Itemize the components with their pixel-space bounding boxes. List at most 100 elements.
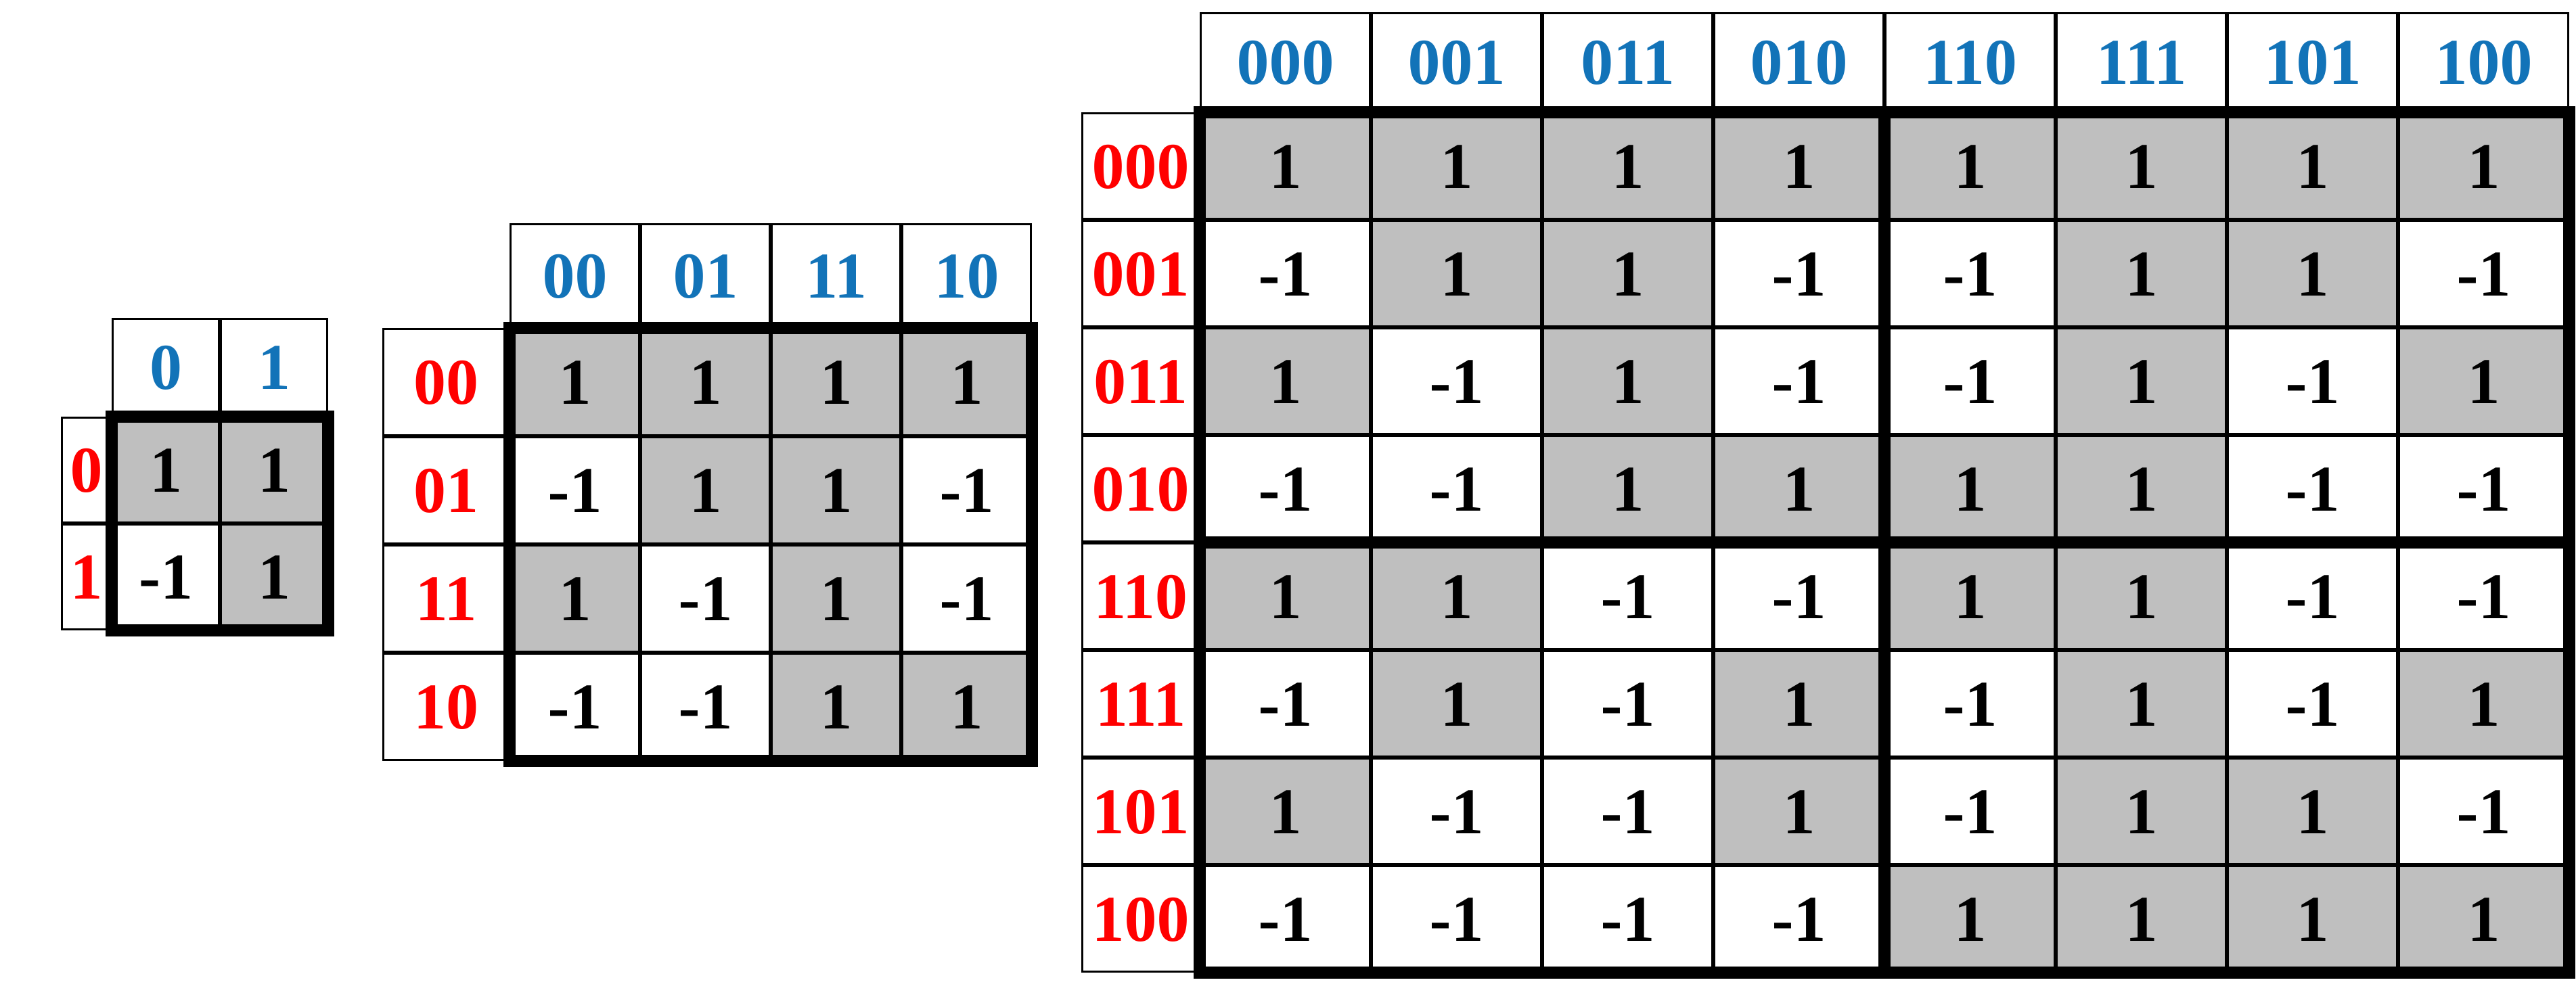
row-header-cell: 11 — [382, 544, 510, 653]
matrix-cell: 1 — [2056, 112, 2227, 220]
matrix-cell: -1 — [2398, 542, 2569, 650]
matrix-cell: -1 — [1371, 327, 1542, 435]
matrix-cell: -1 — [1542, 865, 1713, 973]
matrix-cell: -1 — [2227, 435, 2398, 542]
matrix-cell: 1 — [771, 436, 901, 544]
matrix-cell: 1 — [2227, 758, 2398, 865]
matrix-cell: -1 — [1200, 220, 1371, 327]
matrix-cell: -1 — [2227, 542, 2398, 650]
matrix-cell: 1 — [1884, 542, 2056, 650]
matrix-cell: -1 — [1884, 327, 2056, 435]
col-header-cell: 11 — [771, 223, 901, 328]
matrix-cell: 1 — [1200, 758, 1371, 865]
matrix-cell: -1 — [1542, 650, 1713, 758]
matrix-cell: -1 — [1200, 650, 1371, 758]
matrix-cell: -1 — [1713, 542, 1884, 650]
matrix-cell: -1 — [1884, 220, 2056, 327]
col-header-cell: 10 — [901, 223, 1032, 328]
col-header-cell: 111 — [2056, 12, 2227, 112]
row-header-cell: 01 — [382, 436, 510, 544]
col-header-cell: 100 — [2398, 12, 2569, 112]
matrix-cell: 1 — [220, 417, 328, 524]
row-header-cell: 000 — [1081, 112, 1200, 220]
matrix-cell: 1 — [1542, 112, 1713, 220]
row-header-cell: 101 — [1081, 758, 1200, 865]
matrix-cell: 1 — [1884, 112, 2056, 220]
matrix-cell: 1 — [771, 653, 901, 761]
matrix-cell: -1 — [901, 544, 1032, 653]
matrix-cell: -1 — [1542, 542, 1713, 650]
matrix-cell: -1 — [1542, 758, 1713, 865]
col-header-cell: 011 — [1542, 12, 1713, 112]
matrix-cell: 1 — [1884, 865, 2056, 973]
matrix-cell: 1 — [640, 436, 771, 544]
matrix-cell: 1 — [1200, 542, 1371, 650]
matrix-cell: 1 — [771, 544, 901, 653]
matrix-cell: -1 — [112, 524, 220, 630]
matrix-cell: 1 — [1713, 758, 1884, 865]
matrix-cell: -1 — [1713, 865, 1884, 973]
matrix-cell: 1 — [510, 544, 640, 653]
matrix-cell: -1 — [1371, 435, 1542, 542]
matrix-cell: 1 — [901, 653, 1032, 761]
matrix-cell: -1 — [1713, 327, 1884, 435]
row-header-cell: 110 — [1081, 542, 1200, 650]
matrix-cell: -1 — [640, 544, 771, 653]
row-header-cell: 10 — [382, 653, 510, 761]
matrix-cell: 1 — [2056, 542, 2227, 650]
matrix-cell: 1 — [2056, 865, 2227, 973]
matrix-cell: -1 — [510, 653, 640, 761]
matrix-cell: -1 — [1200, 435, 1371, 542]
matrix-cell: -1 — [1371, 758, 1542, 865]
row-header-cell: 011 — [1081, 327, 1200, 435]
matrix-cell: 1 — [2056, 327, 2227, 435]
matrix-cell: 1 — [2056, 435, 2227, 542]
col-header-cell: 110 — [1884, 12, 2056, 112]
matrix-cell: 1 — [2227, 112, 2398, 220]
matrix-cell: 1 — [2056, 220, 2227, 327]
col-header-cell: 101 — [2227, 12, 2398, 112]
matrix-cell: 1 — [220, 524, 328, 630]
matrix-cell: 1 — [901, 328, 1032, 436]
matrix-cell: 1 — [2398, 112, 2569, 220]
matrix-cell: -1 — [640, 653, 771, 761]
row-header-cell: 100 — [1081, 865, 1200, 973]
matrix-cell: -1 — [2398, 435, 2569, 542]
row-header-cell: 001 — [1081, 220, 1200, 327]
matrix-cell: 1 — [1371, 112, 1542, 220]
matrix-cell: -1 — [901, 436, 1032, 544]
matrix-cell: 1 — [2398, 865, 2569, 973]
corner-cell — [61, 318, 112, 417]
matrix-cell: 1 — [1542, 220, 1713, 327]
corner-cell — [382, 223, 510, 328]
matrix-cell: -1 — [2398, 758, 2569, 865]
row-header-cell: 00 — [382, 328, 510, 436]
matrix-cell: 1 — [1371, 650, 1542, 758]
matrix-cell: -1 — [1713, 220, 1884, 327]
matrix-cell: -1 — [2398, 220, 2569, 327]
matrix-cell: -1 — [1371, 865, 1542, 973]
col-header-cell: 01 — [640, 223, 771, 328]
matrix-cell: 1 — [1200, 327, 1371, 435]
col-header-cell: 00 — [510, 223, 640, 328]
matrix-cell: -1 — [2227, 327, 2398, 435]
matrix-cell: -1 — [1884, 758, 2056, 865]
matrix-cell: -1 — [510, 436, 640, 544]
matrix-cell: 1 — [640, 328, 771, 436]
matrix-cell: 1 — [2398, 650, 2569, 758]
col-header-cell: 000 — [1200, 12, 1371, 112]
matrix-cell: 1 — [1884, 435, 2056, 542]
matrix-cell: 1 — [1371, 542, 1542, 650]
row-header-cell: 1 — [61, 524, 112, 630]
matrix-cell: -1 — [1884, 650, 2056, 758]
matrix-cell: 1 — [510, 328, 640, 436]
matrix-cell: -1 — [1200, 865, 1371, 973]
row-header-cell: 010 — [1081, 435, 1200, 542]
matrix-cell: 1 — [2056, 758, 2227, 865]
